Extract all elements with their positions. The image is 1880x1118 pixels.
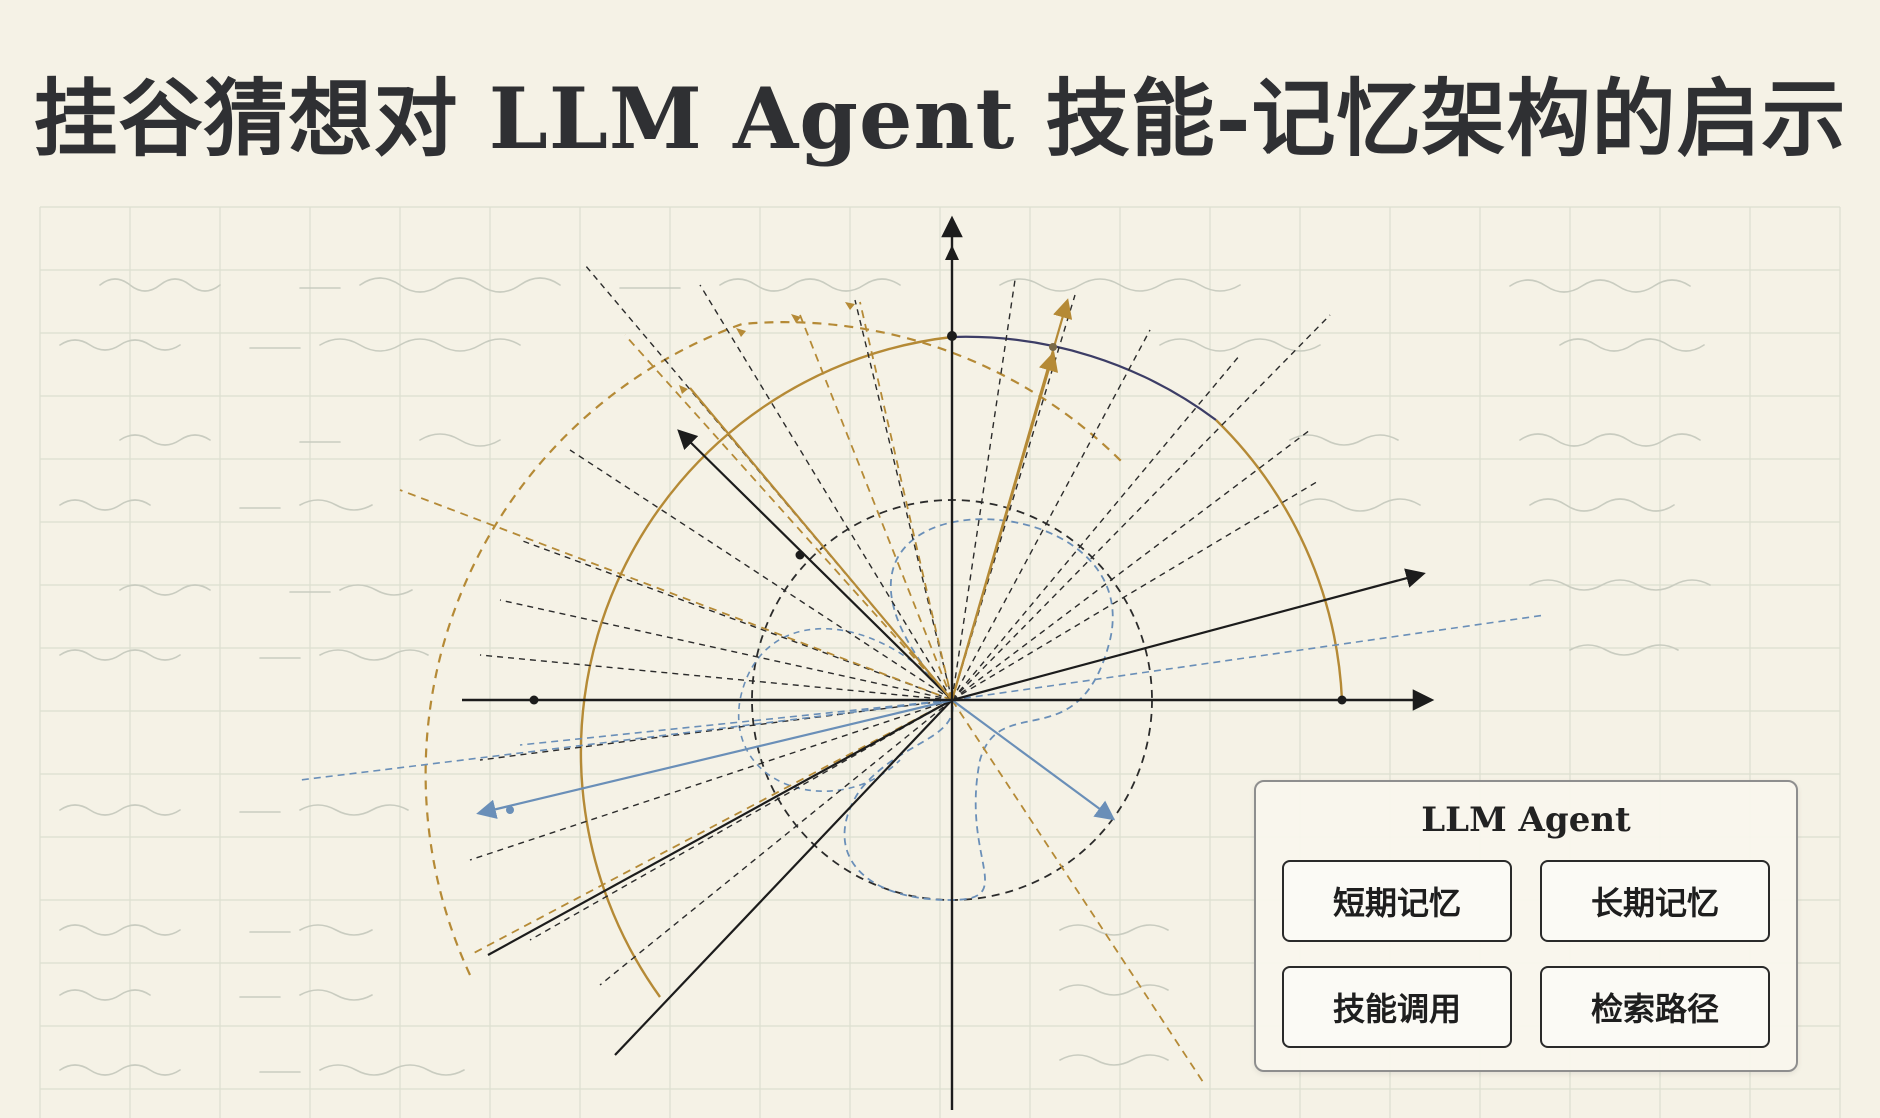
radial-dashed-lines [469, 264, 1331, 1110]
y-axis-second-arrowhead [945, 245, 959, 260]
arc-arrowheads [679, 302, 855, 394]
gold-solid-arc [579, 335, 953, 998]
inner-dashed-loop-blue [843, 518, 1114, 901]
ray-black-upper-left [677, 429, 953, 701]
outer-dashed-arc [424, 321, 1126, 976]
key-points [506, 331, 1347, 814]
ray-black-right [951, 568, 1426, 702]
ray-black-lower-left-2 [614, 699, 953, 1056]
legend-grid: 短期记忆 长期记忆 技能调用 检索路径 [1282, 860, 1770, 1048]
ray-gold-3 [689, 387, 953, 701]
gold-dashed-rays [399, 301, 1206, 1086]
navy-solid-arc [951, 335, 1217, 421]
ray-blue-left [476, 698, 953, 819]
blue-dashed-rays [299, 614, 1546, 781]
legend-title: LLM Agent [1421, 800, 1631, 840]
legend-item-short-term-memory: 短期记忆 [1282, 860, 1512, 942]
gold-solid-arc-right [1215, 419, 1344, 701]
ray-gold-2 [950, 351, 1059, 701]
legend-panel: LLM Agent 短期记忆 长期记忆 技能调用 检索路径 [1254, 780, 1798, 1072]
inner-dashed-loop-blue-2 [737, 627, 953, 792]
formula-scribbles [59, 277, 1711, 1076]
legend-item-retrieval-path: 检索路径 [1540, 966, 1770, 1048]
ray-blue-lower-right [951, 699, 1116, 821]
ray-black-lower-left-1 [487, 699, 953, 956]
legend-item-skill-invocation: 技能调用 [1282, 966, 1512, 1048]
page-title: 挂谷猜想对 LLM Agent 技能-记忆架构的启示 [33, 69, 1847, 168]
legend-item-long-term-memory: 长期记忆 [1540, 860, 1770, 942]
